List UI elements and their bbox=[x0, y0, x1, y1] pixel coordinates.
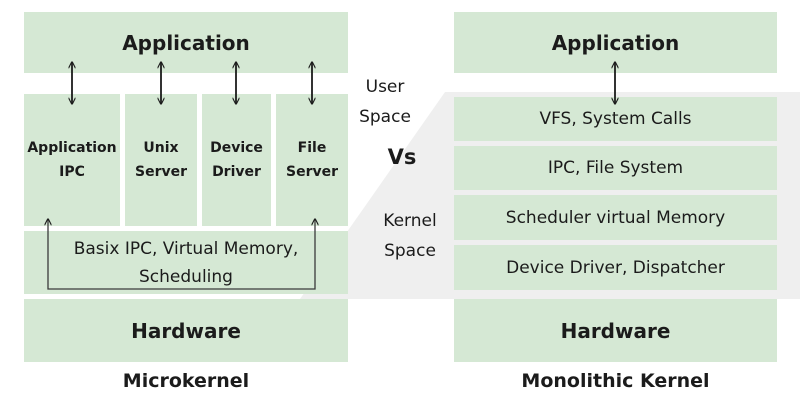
microkernel-application-label: Application bbox=[122, 30, 250, 55]
kernel-space-label: Kernel Space bbox=[370, 206, 450, 266]
user-space-line1: User bbox=[365, 77, 405, 97]
monolithic-layer-label: Device Driver, Dispatcher bbox=[506, 257, 725, 278]
monolithic-layer-ipc-file-system: IPC, File System bbox=[454, 146, 777, 190]
monolithic-layer-label: Scheduler virtual Memory bbox=[505, 207, 726, 228]
service-label-line1: File bbox=[297, 140, 327, 156]
user-space-label: User Space bbox=[350, 72, 420, 132]
monolithic-hardware-label: Hardware bbox=[560, 318, 671, 343]
microkernel-service-file-server: File Server bbox=[276, 94, 348, 226]
service-label-line2: Driver bbox=[212, 164, 261, 180]
microkernel-hardware-box: Hardware bbox=[24, 299, 348, 362]
service-label-line1: Application bbox=[27, 140, 117, 156]
service-label-line1: Device bbox=[210, 140, 263, 156]
microkernel-kernel-box: Basix IPC, Virtual Memory, Scheduling bbox=[24, 231, 348, 294]
service-label-line2: Server bbox=[285, 164, 338, 180]
monolithic-layer-device-driver-dispatcher: Device Driver, Dispatcher bbox=[454, 245, 777, 290]
service-label-line2: IPC bbox=[59, 164, 85, 180]
monolithic-layer-label: IPC, File System bbox=[547, 158, 684, 178]
microkernel-service-device-driver: Device Driver bbox=[202, 94, 271, 226]
service-label-line1: Unix bbox=[143, 140, 179, 156]
user-space-line2: Space bbox=[359, 107, 411, 127]
microkernel-application-box: Application bbox=[24, 12, 348, 73]
microkernel-service-unix-server: Unix Server bbox=[125, 94, 197, 226]
monolithic-layer-vfs-system-calls: VFS, System Calls bbox=[454, 97, 777, 141]
service-label-line2: Server bbox=[134, 164, 187, 180]
kernel-space-line2: Space bbox=[384, 241, 436, 261]
monolithic-layer-scheduler-virtual-memory: Scheduler virtual Memory bbox=[454, 195, 777, 240]
monolithic-application-box: Application bbox=[454, 12, 777, 73]
monolithic-application-label: Application bbox=[551, 30, 680, 55]
monolithic-hardware-box: Hardware bbox=[454, 299, 777, 362]
monolithic-layer-label: VFS, System Calls bbox=[539, 109, 692, 129]
microkernel-service-application-ipc: Application IPC bbox=[24, 94, 120, 226]
microkernel-caption: Microkernel bbox=[122, 370, 250, 392]
microkernel-hardware-label: Hardware bbox=[131, 318, 241, 343]
kernel-space-line1: Kernel bbox=[383, 211, 437, 231]
monolithic-caption: Monolithic Kernel bbox=[521, 370, 710, 392]
microkernel-kernel-line1: Basix IPC, Virtual Memory, bbox=[73, 238, 299, 259]
microkernel-kernel-line2: Scheduling bbox=[139, 266, 233, 287]
vs-label: Vs bbox=[387, 145, 417, 169]
